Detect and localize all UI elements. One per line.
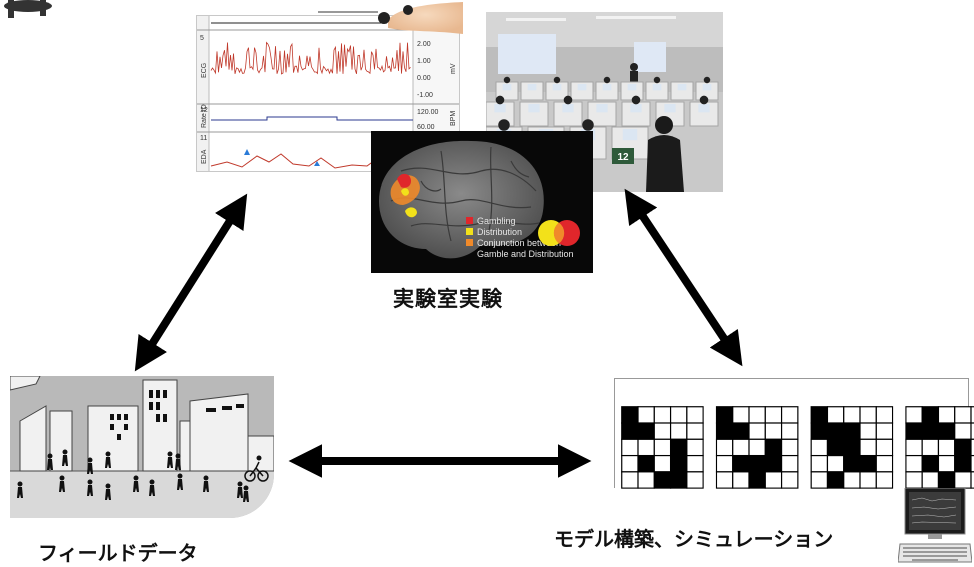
arrow-lab-field — [134, 193, 248, 372]
ecg-tick: 1.00 — [417, 58, 431, 65]
student-head — [563, 95, 573, 105]
person-icon — [203, 475, 209, 481]
rate-unit: BPM — [450, 111, 457, 126]
arrow-lab-model — [624, 188, 743, 367]
student-head — [495, 95, 505, 105]
person-icon — [105, 483, 111, 489]
ecg-tick: 2.00 — [417, 41, 431, 48]
person-icon — [133, 475, 139, 481]
ca-grid-4 — [905, 406, 974, 489]
channel-name-eda: EDA — [201, 149, 208, 164]
grid-cell-empty — [970, 438, 974, 457]
legend-label: Distribution — [477, 227, 522, 237]
legend-label: Gamble and Distribution — [477, 249, 574, 259]
sensor-clip-icon — [378, 12, 390, 24]
legend-swatch — [466, 217, 473, 224]
grid-cell-empty — [970, 422, 974, 440]
grid-cell-empty — [970, 406, 974, 424]
ecg-trace — [210, 41, 411, 75]
student-head — [699, 95, 709, 105]
person-icon — [175, 453, 181, 459]
grid-cell-empty — [780, 471, 799, 489]
ecg-unit: mV — [450, 63, 457, 74]
channel-name-rate: Rate ID — [201, 104, 208, 128]
channel-id-rate: 12 — [200, 107, 208, 114]
lab-experiment-label: 実験室実験 — [393, 287, 503, 311]
model-simulation-label: モデル構築、シミュレーション — [554, 527, 834, 551]
student-head — [703, 76, 711, 84]
bicycle-icon — [244, 461, 269, 482]
ca-grid-1 — [621, 406, 704, 489]
legend-swatch — [466, 228, 473, 235]
lab-booth — [570, 81, 594, 101]
student-head — [553, 76, 561, 84]
person-icon — [177, 473, 183, 479]
legend-swatch — [466, 239, 473, 246]
person-icon — [243, 485, 249, 491]
person-icon — [87, 479, 93, 485]
person-icon — [105, 451, 111, 457]
student-head — [582, 119, 594, 131]
student-head — [498, 119, 510, 131]
lab-booth — [670, 81, 694, 101]
booth-number: 12 — [617, 152, 629, 163]
person-icon — [149, 479, 155, 485]
person-icon — [167, 451, 173, 457]
sensor-clip-icon — [403, 5, 413, 15]
person-icon — [87, 457, 93, 463]
grid-cell-empty — [970, 471, 974, 489]
cropped-figure-image — [0, 0, 60, 20]
person-icon — [59, 475, 65, 481]
legend-label: Gambling — [477, 216, 516, 226]
ca-grid-3 — [810, 406, 894, 489]
finger-sensor-image — [318, 0, 463, 40]
lab-booth — [520, 81, 544, 101]
cellular-grids — [621, 406, 974, 489]
grid-cell-empty — [875, 471, 894, 489]
eda-marker-icon — [314, 161, 320, 166]
rate-trace — [211, 116, 413, 121]
channel-name-ecg: ECG — [201, 63, 208, 78]
student-head — [603, 76, 611, 84]
rate-tick: 120.00 — [417, 109, 439, 116]
student-head — [503, 76, 511, 84]
projection-screen — [634, 42, 666, 72]
student-head — [631, 95, 641, 105]
ecg-tick: -1.00 — [417, 92, 433, 99]
channel-id-eda: 11 — [200, 135, 207, 142]
legend-label: Conjunction between — [477, 238, 561, 248]
field-data-label: フィールドデータ — [38, 541, 198, 565]
student-head — [653, 76, 661, 84]
ecg-tick: 0.00 — [417, 75, 431, 82]
rate-tick: 60.00 — [417, 124, 435, 131]
computer-icon — [898, 488, 972, 564]
person-icon — [62, 449, 68, 455]
person-icon — [237, 481, 243, 487]
physio-recording-panel: 5 12 11 ECG Rate ID EDA 2.00 1.00 0.00 -… — [196, 15, 460, 172]
lab-booth — [519, 101, 549, 127]
person-icon — [17, 481, 23, 487]
ca-grid-2 — [715, 406, 799, 489]
grid-cell-empty — [970, 454, 974, 473]
channel-id-ecg: 5 — [200, 35, 204, 42]
grid-cell-empty — [686, 471, 704, 489]
model-simulation-panel — [614, 378, 974, 489]
city-field-illustration — [10, 376, 274, 518]
person-icon — [47, 453, 53, 459]
eda-marker-icon — [244, 149, 250, 155]
projection-screen — [498, 34, 556, 74]
